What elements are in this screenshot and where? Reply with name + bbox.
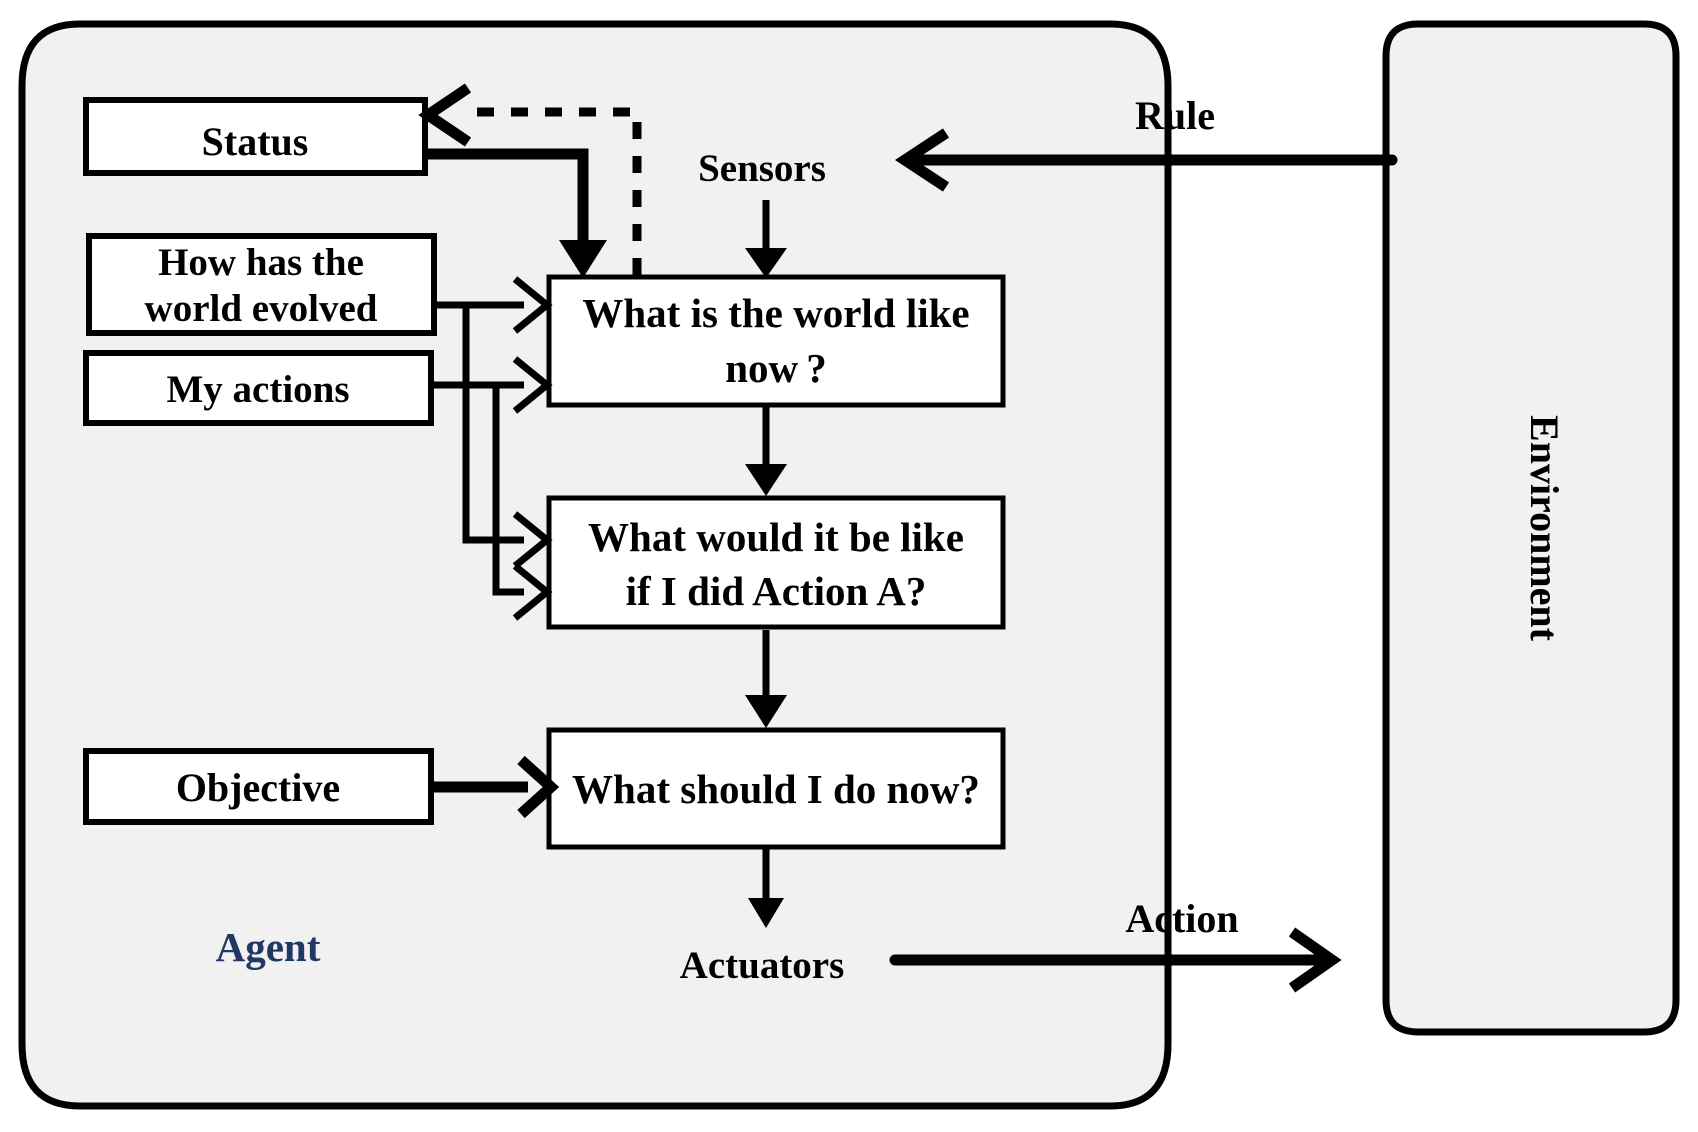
action-label: Action (1125, 896, 1238, 941)
what-should-i-do-now-box[interactable] (546, 727, 1006, 850)
my-actions-label: My actions (166, 368, 349, 411)
connector-actuators-to-environment (889, 927, 1342, 993)
connector-environment-to-sensors (894, 128, 1398, 192)
what-would-it-be-like-if-i-did-action-a-box[interactable] (546, 495, 1006, 630)
rule-label: Rule (1135, 93, 1215, 138)
environment-container (1382, 20, 1680, 1036)
connector-world-state-feedback-to-status (418, 83, 642, 275)
connector-decision-to-actuators (748, 849, 784, 928)
connector-action-prediction-to-decision (745, 630, 787, 728)
what-is-the-world-like-now-label-line1: What is the world like (582, 290, 969, 336)
connector-world-state-to-action-prediction (745, 407, 787, 496)
what-would-it-be-like-label-line1: What would it be like (588, 514, 964, 560)
how-has-the-world-evolved-label-line1: How has the (158, 241, 364, 284)
what-is-the-world-like-now-box[interactable] (546, 274, 1006, 408)
connector-world-evolved-to-world-state (434, 276, 553, 334)
connector-sensors-to-world-state (745, 200, 787, 278)
objective-label: Objective (176, 765, 340, 810)
how-has-the-world-evolved-label-line2: world evolved (145, 287, 378, 330)
connector-status-to-world-state (425, 148, 607, 278)
connector-my-actions-to-world-state (431, 356, 553, 414)
what-is-the-world-like-now-label-line2: now ? (725, 345, 827, 391)
what-would-it-be-like-label-line2: if I did Action A? (626, 568, 927, 614)
connector-my-actions-to-action-prediction (492, 385, 553, 621)
what-should-i-do-now-label: What should I do now? (572, 766, 980, 812)
status-label: Status (202, 119, 309, 164)
how-has-the-world-evolved-box[interactable] (86, 233, 437, 336)
status-box[interactable] (83, 97, 428, 176)
environment-label: Environment (1522, 415, 1567, 642)
connector-objective-to-decision (431, 755, 560, 819)
agent-label: Agent (216, 924, 321, 970)
sensors-label: Sensors (698, 147, 826, 190)
actuators-label: Actuators (680, 944, 845, 987)
connector-world-evolved-to-action-prediction (462, 305, 553, 569)
